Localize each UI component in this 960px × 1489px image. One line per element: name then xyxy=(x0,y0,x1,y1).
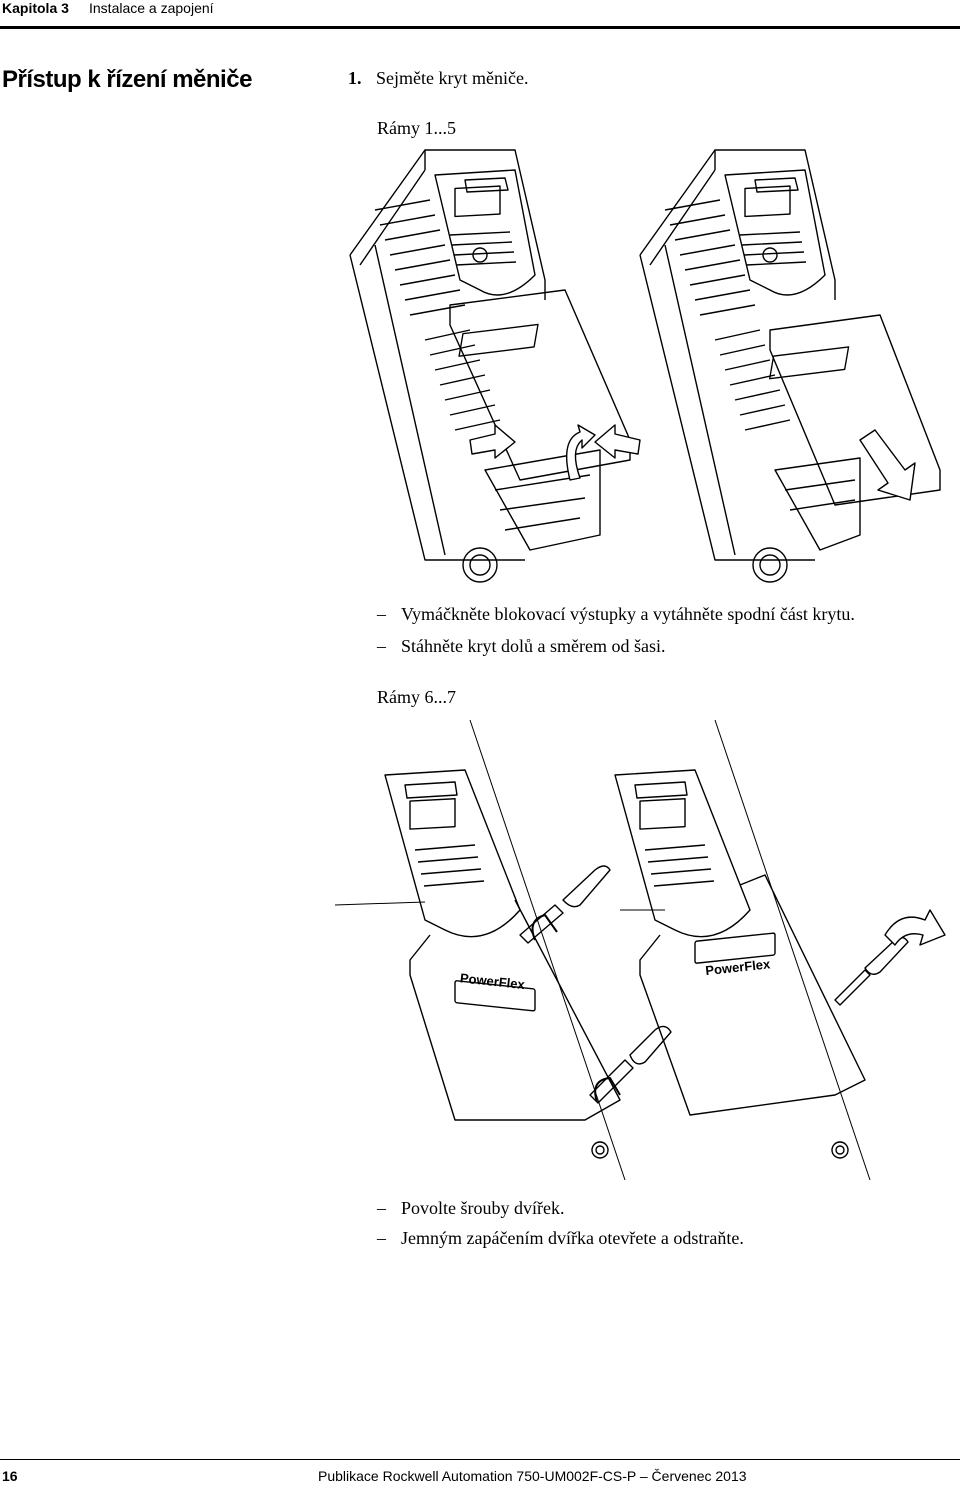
figure-frames-1-5 xyxy=(349,149,941,583)
chapter-label: Kapitola 3 xyxy=(2,0,69,16)
drive-left-illustration xyxy=(349,149,641,583)
header-rule xyxy=(0,26,960,29)
step-1: 1. Sejměte kryt měniče. xyxy=(348,68,528,89)
bullet-loosen-screws: –Povolte šrouby dvířek. xyxy=(377,1198,565,1219)
step-number: 1. xyxy=(348,68,362,88)
step-text: Sejměte kryt měniče. xyxy=(376,68,529,88)
bullet-text: Povolte šrouby dvířek. xyxy=(401,1198,565,1218)
drive-left-frame6-illustration: PowerFlex xyxy=(384,769,672,1159)
frames-1-5-label: Rámy 1...5 xyxy=(377,118,456,138)
powerflex-logo-left: PowerFlex xyxy=(459,970,526,992)
footer-rule xyxy=(0,1459,960,1460)
bullet-dash: – xyxy=(377,1198,386,1218)
bullet-dash: – xyxy=(377,604,386,624)
bullet-open-door: –Jemným zapáčením dvířka otevřete a odst… xyxy=(377,1228,744,1249)
bullet-text: Vymáčkněte blokovací výstupky a vytáhnět… xyxy=(401,604,855,624)
drive-right-illustration xyxy=(639,149,941,583)
bullet-dash: – xyxy=(377,636,386,656)
figure-frames-6-7: PowerFlex PowerFlex xyxy=(335,719,946,1181)
bullet-text: Stáhněte kryt dolů a směrem od šasi. xyxy=(401,636,666,656)
powerflex-logo-right: PowerFlex xyxy=(705,956,772,978)
frames-6-7-label: Rámy 6...7 xyxy=(377,687,456,707)
chapter-title: Instalace a zapojení xyxy=(89,0,214,16)
publication-info: Publikace Rockwell Automation 750-UM002F… xyxy=(318,1468,747,1484)
bullet-pull-cover: –Stáhněte kryt dolů a směrem od šasi. xyxy=(377,636,665,657)
page-number: 16 xyxy=(2,1468,18,1484)
section-title: Přístup k řízení měniče xyxy=(2,66,252,93)
bullet-dash: – xyxy=(377,1228,386,1248)
bullet-squeeze-tabs: –Vymáčkněte blokovací výstupky a vytáhně… xyxy=(377,604,855,625)
bullet-text: Jemným zapáčením dvířka otevřete a odstr… xyxy=(401,1228,744,1248)
drive-right-frame6-illustration: PowerFlex xyxy=(614,769,946,1159)
